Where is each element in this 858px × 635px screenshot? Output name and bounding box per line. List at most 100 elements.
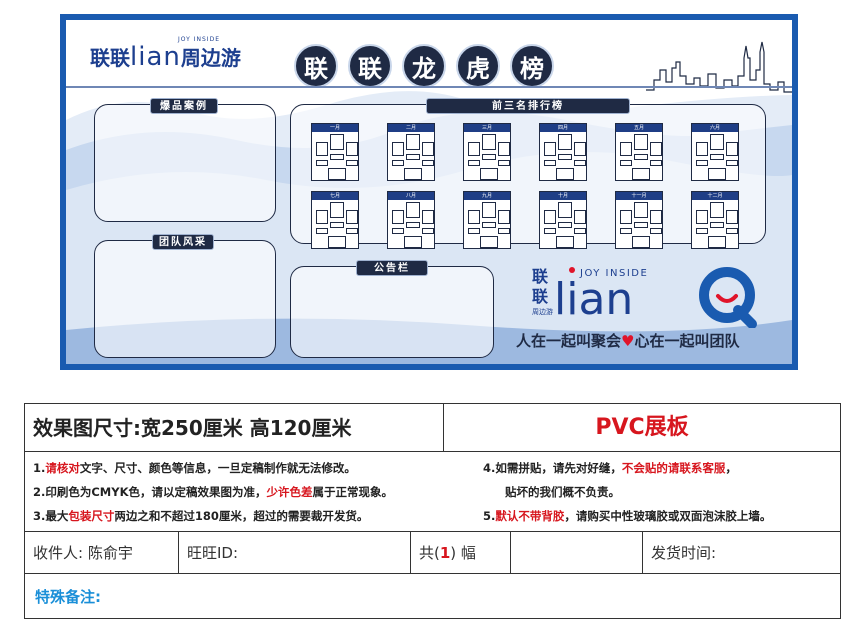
brand-name-cn: 联联	[90, 46, 130, 70]
rank-1-photo	[558, 134, 572, 150]
note-3: 3.最大包装尺寸两边之和不超过180厘米，超过的需要裁开发货。	[33, 508, 368, 524]
month-label: 五月	[616, 124, 662, 132]
note-2: 2.印刷色为CMYK色，请以定稿效果图为准，少许色差属于正常现象。	[33, 484, 393, 500]
logo-line: 联	[532, 287, 548, 306]
title-char: 联	[294, 44, 338, 88]
rank-2-photo	[696, 142, 708, 156]
rank-2-name	[544, 228, 556, 234]
month-ranking-card: 十二月	[691, 191, 739, 249]
rank-3-photo	[498, 210, 510, 224]
month-grid: 一月二月三月四月五月六月七月八月九月十月十一月十二月	[311, 123, 739, 249]
month-ranking-card: 一月	[311, 123, 359, 181]
title-char: 虎	[456, 44, 500, 88]
title-char: 榜	[510, 44, 554, 88]
rank-1-photo	[634, 134, 648, 150]
note-text: 3.最大	[33, 509, 69, 523]
rank-3-name	[574, 160, 586, 166]
month-ranking-card: 三月	[463, 123, 511, 181]
rank-3-name	[498, 160, 510, 166]
rank-1-photo	[482, 202, 496, 218]
rank-3-name	[650, 160, 662, 166]
podium-base	[708, 236, 726, 248]
note-highlight: 请核对	[45, 461, 80, 475]
month-label: 六月	[692, 124, 738, 132]
rank-2-photo	[544, 210, 556, 224]
rank-3-name	[422, 228, 434, 234]
note-text: 1.	[33, 461, 46, 475]
panel-tag-hot-cases: 爆品案例	[150, 98, 218, 114]
rank-1-name	[482, 222, 496, 228]
month-label: 二月	[388, 124, 434, 132]
month-label: 九月	[464, 192, 510, 200]
note-5: 5.默认不带背胶，请购买中性玻璃胶或双面泡沫胶上墙。	[483, 508, 771, 524]
podium-base	[328, 236, 346, 248]
board-slogan: 人在一起叫聚会♥心在一起叫团队	[516, 330, 739, 351]
month-ranking-card: 十月	[539, 191, 587, 249]
podium-base	[556, 168, 574, 180]
note-text: 4.如需拼贴，请先对好缝，	[483, 461, 622, 475]
design-size: 效果图尺寸:宽250厘米 高120厘米	[25, 404, 444, 452]
rank-3-name	[346, 160, 358, 166]
note-text: ，	[725, 461, 737, 475]
recipient-field: 收件人: 陈俞宇	[25, 532, 179, 574]
month-label: 十二月	[692, 192, 738, 200]
note-text: 属于正常现象。	[312, 485, 394, 499]
rank-2-photo	[316, 210, 328, 224]
rank-2-name	[696, 228, 708, 234]
rank-2-name	[392, 228, 404, 234]
header-divider	[66, 86, 792, 88]
note-text: 两边之和不超过180厘米，超过的需要裁开发货。	[114, 509, 369, 523]
qty-prefix: 共(	[419, 544, 440, 562]
note-1: 1.请核对文字、尺寸、颜色等信息，一旦定稿制作就无法修改。	[33, 460, 356, 476]
rank-1-name	[558, 154, 572, 160]
month-ranking-card: 八月	[387, 191, 435, 249]
slogan-left: 人在一起叫聚会	[516, 332, 622, 350]
quantity-field: 共(1) 幅	[411, 532, 511, 574]
rank-3-name	[346, 228, 358, 234]
rank-3-photo	[346, 142, 358, 156]
board-title: 联 联 龙 虎 榜	[294, 44, 554, 88]
rank-1-photo	[330, 134, 344, 150]
rank-3-name	[650, 228, 662, 234]
rank-3-photo	[574, 142, 586, 156]
month-ranking-card: 十一月	[615, 191, 663, 249]
rank-3-photo	[498, 142, 510, 156]
rank-1-photo	[634, 202, 648, 218]
note-highlight: 少许色差	[266, 485, 313, 499]
brand-tagline: JOY INSIDE	[178, 36, 220, 43]
rank-2-photo	[696, 210, 708, 224]
rank-1-photo	[406, 134, 420, 150]
month-label: 七月	[312, 192, 358, 200]
logo-line: 周边游	[532, 307, 553, 316]
rank-3-photo	[650, 142, 662, 156]
podium-base	[480, 236, 498, 248]
panel-team-style	[94, 240, 276, 358]
blank-field	[511, 532, 643, 574]
panel-tag-bulletin: 公告栏	[356, 260, 428, 276]
rank-2-photo	[620, 142, 632, 156]
rank-3-photo	[726, 142, 738, 156]
note-highlight: 包装尺寸	[68, 509, 115, 523]
special-remark: 特殊备注:	[35, 588, 101, 606]
rank-3-name	[422, 160, 434, 166]
rank-1-photo	[710, 202, 724, 218]
material-type: PVC展板	[595, 415, 689, 440]
rank-3-photo	[574, 210, 586, 224]
note-4: 4.如需拼贴，请先对好缝，不会贴的请联系客服，	[483, 460, 737, 476]
note-4-continued: 贴坏的我们概不负责。	[505, 485, 620, 499]
rank-1-name	[558, 222, 572, 228]
rank-3-photo	[726, 210, 738, 224]
lian-logo: 联 联 周边游 JOY INSIDE lian	[532, 264, 682, 325]
rank-3-photo	[422, 142, 434, 156]
rank-1-name	[634, 222, 648, 228]
rank-2-photo	[392, 142, 404, 156]
rank-2-photo	[620, 210, 632, 224]
logo-line: 联	[532, 267, 548, 286]
rank-1-photo	[330, 202, 344, 218]
title-char: 联	[348, 44, 392, 88]
rank-3-name	[498, 228, 510, 234]
rank-3-photo	[422, 210, 434, 224]
rank-3-name	[726, 228, 738, 234]
rank-1-photo	[558, 202, 572, 218]
rank-3-name	[726, 160, 738, 166]
